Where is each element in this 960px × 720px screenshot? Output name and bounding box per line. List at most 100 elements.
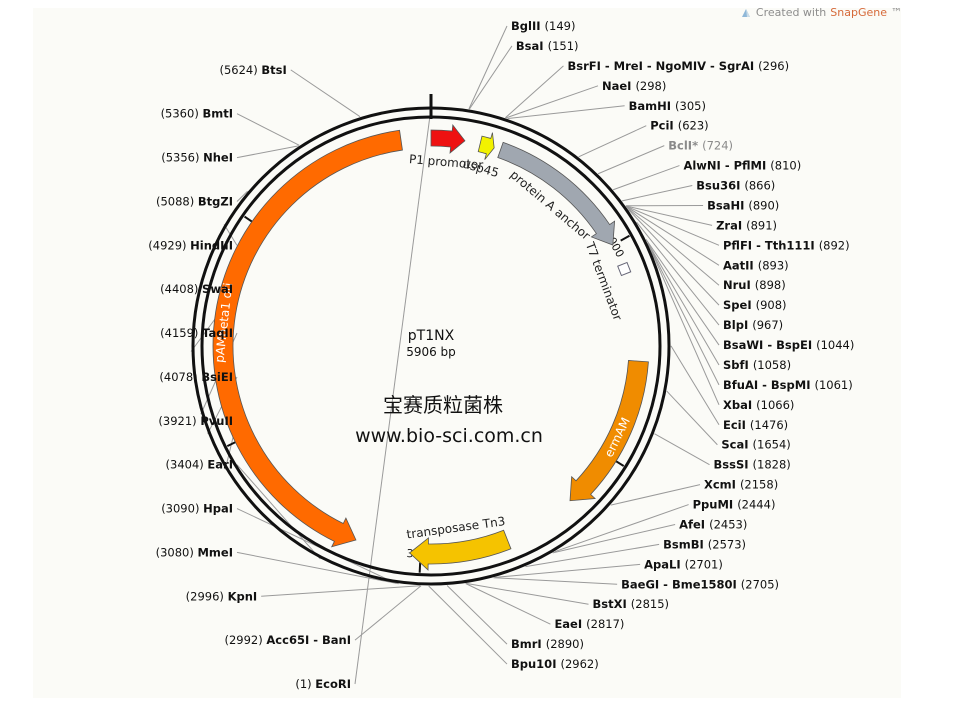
- site-label-bsawi-bspei: BsaWI - BspEI (1044): [723, 338, 854, 352]
- feature-protein-a-anchor: protein A anchor: [497, 141, 616, 246]
- site-position: (2573): [708, 537, 746, 551]
- site-name: BtsI: [261, 63, 286, 77]
- site-label-scai: ScaI (1654): [721, 438, 790, 452]
- site-position: (2444): [737, 498, 775, 512]
- feature-label: usp45: [461, 157, 500, 180]
- feature-ermam: ermAM: [569, 359, 649, 502]
- site-position: (2992): [225, 633, 267, 647]
- site-label-ecori: (1) EcoRI: [295, 677, 351, 691]
- site-name: EaeI: [554, 617, 586, 631]
- site-leader: [354, 105, 432, 685]
- site-position: (866): [744, 179, 775, 193]
- plasmid-map: 10002000300040005000 P1 promotorusp45pro…: [148, 19, 854, 691]
- site-leader: [468, 25, 508, 110]
- site-label-bamhi: BamHI (305): [629, 99, 706, 113]
- site-label-spei: SpeI (908): [723, 298, 787, 312]
- site-position: (1066): [756, 398, 794, 412]
- site-name: BtgZI: [198, 194, 233, 208]
- site-name: NheI: [203, 151, 233, 165]
- site-name: SpeI: [723, 298, 756, 312]
- site-leader: [647, 243, 720, 386]
- site-position: (2705): [741, 577, 779, 591]
- site-name: BssSI: [714, 458, 753, 472]
- feature-label: P1 promotor: [408, 152, 483, 172]
- site-position: (623): [678, 119, 709, 133]
- site-leader: [428, 585, 508, 665]
- site-leader: [261, 585, 421, 597]
- feature-arrow: [477, 132, 495, 160]
- site-leader: [597, 145, 665, 175]
- site-name: XbaI: [723, 398, 756, 412]
- bp-tick: [243, 215, 254, 224]
- site-position: (3921): [158, 414, 200, 428]
- site-label-kpni: (2996) KpnI: [186, 589, 258, 603]
- site-position: (1476): [750, 418, 788, 432]
- site-name: SbfI: [723, 358, 753, 372]
- site-position: (893): [758, 258, 789, 272]
- site-position: (3080): [156, 545, 198, 559]
- site-leader: [468, 45, 513, 110]
- site-leader: [236, 113, 300, 146]
- site-label-hindiii: (4929) HindIII: [148, 238, 233, 252]
- site-name: BglII: [511, 19, 545, 33]
- site-leader: [612, 165, 680, 191]
- site-name: BsaWI - BspEI: [723, 338, 816, 352]
- site-name: BstXI: [593, 597, 631, 611]
- site-name: Bsu36I: [696, 179, 744, 193]
- site-label-apali: ApaLI (2701): [644, 557, 723, 571]
- site-name: BsaHI: [707, 198, 748, 212]
- site-position: (810): [770, 159, 801, 173]
- site-leader: [446, 585, 508, 645]
- site-name: BsiEI: [201, 370, 233, 384]
- site-label-bmri: BmrI (2890): [511, 637, 584, 651]
- site-label-naei: NaeI (298): [602, 79, 666, 93]
- site-name: EciI: [723, 418, 750, 432]
- site-name: HindIII: [190, 238, 233, 252]
- site-label-ecii: EciI (1476): [723, 418, 788, 432]
- site-leader: [236, 145, 299, 159]
- bp-tick: [620, 234, 630, 242]
- site-position: (891): [746, 218, 777, 232]
- feature-arrow: [430, 124, 466, 154]
- site-label-eaei: EaeI (2817): [554, 617, 624, 631]
- site-position: (1044): [816, 338, 854, 352]
- site-label-btgzi: (5088) BtgZI: [156, 194, 233, 208]
- site-position: (1654): [753, 438, 791, 452]
- site-label-eari: (3404) EarI: [166, 458, 233, 472]
- site-leader: [648, 244, 720, 406]
- site-name: BlpI: [723, 318, 752, 332]
- site-label-bsssi: BssSI (1828): [714, 458, 791, 472]
- site-leader: [628, 209, 720, 306]
- site-name: PpuMI: [693, 498, 738, 512]
- feature-pambeta1-ori: pAMbeta1 ori: [212, 129, 403, 548]
- site-label-bsahi: BsaHI (890): [707, 198, 779, 212]
- site-position: (2817): [586, 617, 624, 631]
- site-name: Acc65I - BanI: [266, 633, 351, 647]
- site-label-taqii: (4159) TaqII: [160, 326, 233, 340]
- watermark-url: www.bio-sci.com.cn: [355, 425, 543, 447]
- site-name: NruI: [723, 278, 755, 292]
- site-name: ApaLI: [644, 557, 685, 571]
- site-name: PvuII: [200, 414, 233, 428]
- site-position: (2890): [546, 637, 584, 651]
- site-position: (3404): [166, 458, 208, 472]
- site-leader: [466, 582, 589, 605]
- site-label-pcii: PciI (623): [650, 119, 708, 133]
- site-position: (149): [545, 19, 576, 33]
- plasmid-name: pT1NX: [408, 328, 455, 344]
- snapgene-logo-icon: [741, 8, 750, 17]
- site-name: PflFI - Tth111I: [723, 238, 819, 252]
- site-label-swai: (4408) SwaI: [160, 282, 233, 296]
- site-name: XcmI: [704, 478, 740, 492]
- site-leader: [494, 563, 641, 578]
- site-leader: [622, 185, 693, 202]
- site-label-bsiei: (4078) BsiEI: [159, 370, 233, 384]
- site-name: NaeI: [602, 79, 635, 93]
- site-name: EarI: [207, 458, 233, 472]
- site-name: SwaI: [202, 282, 233, 296]
- feature-arrow: [408, 529, 512, 571]
- site-position: (5356): [161, 151, 203, 165]
- site-leader: [647, 242, 720, 366]
- site-label-bsmbi: BsmBI (2573): [663, 537, 746, 551]
- site-label-pflfi-tth111i: PflFI - Tth111I (892): [723, 238, 850, 252]
